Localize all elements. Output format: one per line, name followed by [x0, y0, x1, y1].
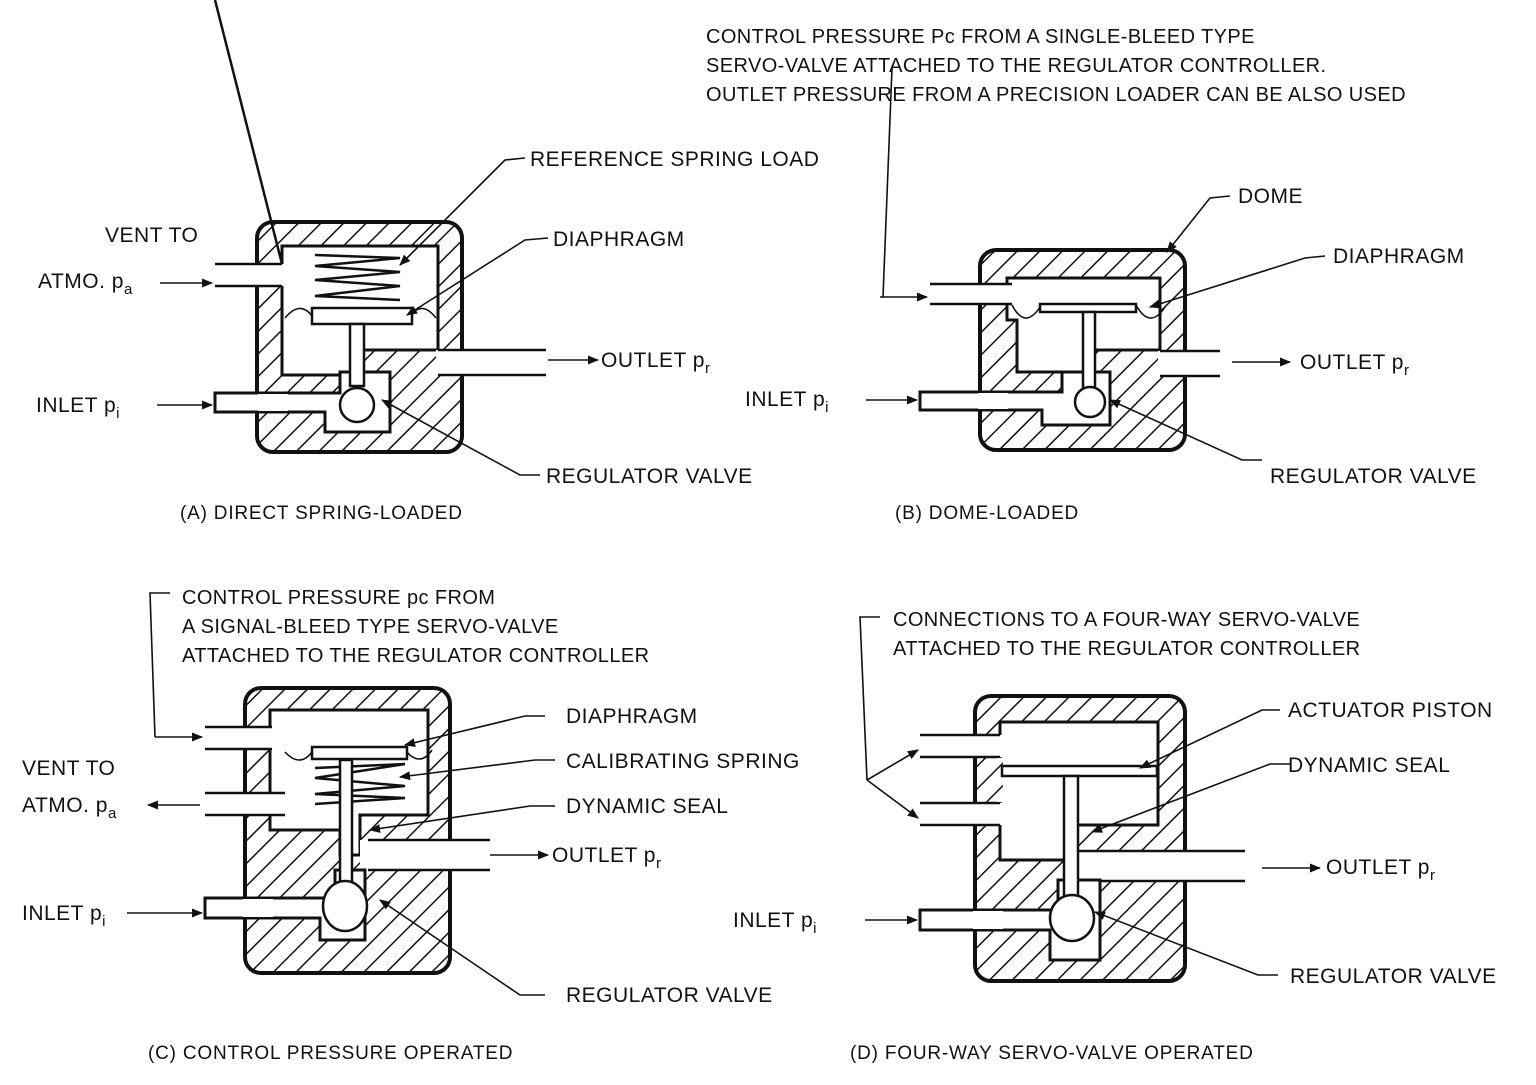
panel-b-regulator-valve-label: REGULATOR VALVE: [1270, 465, 1477, 488]
panel-c-calibrating-spring: [314, 762, 406, 806]
panel-b-caption: (B) DOME-LOADED: [895, 503, 1080, 524]
panel-a-outlet-label: OUTLET pr: [601, 349, 711, 377]
panel-c-regulator: [203, 686, 490, 975]
panel-a-vent-label: VENT TO: [105, 224, 199, 247]
panel-c-outlet-label: OUTLET pr: [552, 844, 662, 872]
panel-a-regulator-valve-label: REGULATOR VALVE: [546, 465, 753, 488]
panel-a-reference-spring-label: REFERENCE SPRING LOAD: [530, 148, 820, 171]
panel-d-regulator: [918, 694, 1245, 983]
panel-a-valve-ball: [338, 386, 376, 424]
panel-c-note: CONTROL PRESSURE pc FROM A SIGNAL-BLEED …: [182, 587, 650, 667]
panel-b-valve-ball: [1073, 385, 1107, 419]
panel-b-outlet-label: OUTLET pr: [1300, 351, 1410, 379]
panel-c-vent-atmo-label: ATMO. pa: [22, 794, 117, 822]
panel-a-regulator: [213, 0, 546, 454]
panel-d-dynamic-seal-label: DYNAMIC SEAL: [1288, 754, 1451, 777]
panel-a-caption: (A) DIRECT SPRING-LOADED: [180, 503, 463, 524]
panel-a-diaphragm: [310, 306, 414, 326]
panel-d-caption: (D) FOUR-WAY SERVO-VALVE OPERATED: [850, 1043, 1254, 1064]
panel-c-vent-label: VENT TO: [22, 757, 116, 780]
panel-a-diaphragm-label: DIAPHRAGM: [553, 228, 685, 251]
panel-a-reference-spring: [314, 253, 401, 302]
panel-d-regulator-valve-label: REGULATOR VALVE: [1290, 965, 1497, 988]
panel-c-diaphragm-label: DIAPHRAGM: [566, 705, 698, 728]
panel-d-actuator-piston: [1000, 764, 1159, 778]
panel-b-note: CONTROL PRESSURE Pc FROM A SINGLE-BLEED …: [706, 26, 1406, 106]
panel-b-dome-label: DOME: [1238, 185, 1303, 208]
panel-c-valve-ball: [321, 879, 369, 933]
panel-a-inlet-label: INLET pi: [36, 394, 120, 422]
panel-b-regulator: [918, 248, 1220, 452]
panel-d-outlet-label: OUTLET pr: [1326, 856, 1436, 884]
panel-d-note: CONNECTIONS TO A FOUR-WAY SERVO-VALVE AT…: [893, 609, 1361, 660]
panel-c-calibrating-spring-label: CALIBRATING SPRING: [566, 750, 800, 773]
panel-b-diaphragm-label: DIAPHRAGM: [1333, 245, 1465, 268]
panel-d-inlet-label: INLET pi: [733, 909, 817, 937]
panel-d-valve-ball: [1048, 893, 1096, 943]
panel-d-actuator-piston-label: ACTUATOR PISTON: [1288, 699, 1493, 722]
panel-b-inlet-label: INLET pi: [745, 388, 829, 416]
panel-c-caption: (C) CONTROL PRESSURE OPERATED: [148, 1043, 514, 1064]
panel-a-vent-atmo-label: ATMO. pa: [38, 270, 133, 298]
panel-c-diaphragm: [310, 745, 409, 761]
panel-c-dynamic-seal-label: DYNAMIC SEAL: [566, 795, 729, 818]
panel-c-inlet-label: INLET pi: [22, 902, 106, 930]
panel-c-regulator-valve-label: REGULATOR VALVE: [566, 984, 773, 1007]
